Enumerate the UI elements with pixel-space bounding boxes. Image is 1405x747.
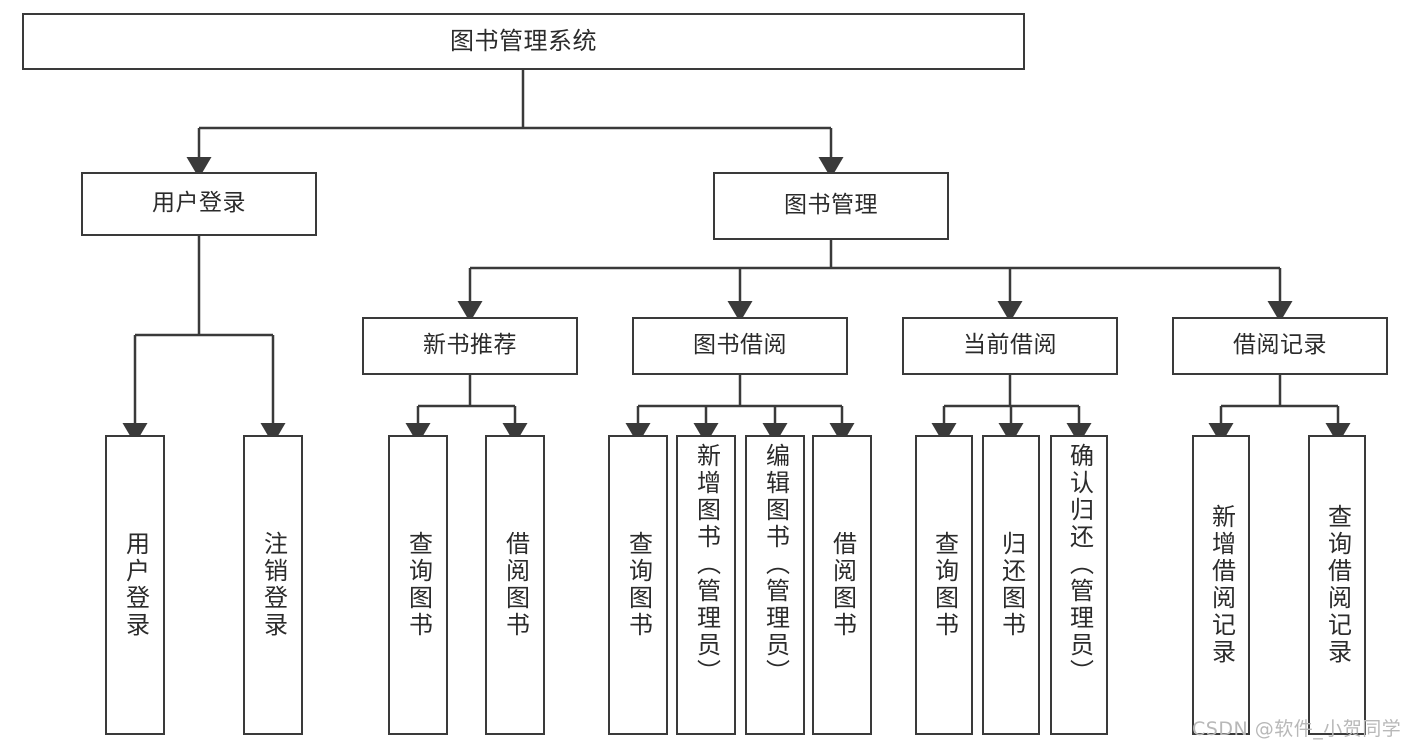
leaf-confirm-return[interactable]: 确认归还（管理员） bbox=[1050, 435, 1108, 735]
leaf-query-borrow-record[interactable]: 查询借阅记录 bbox=[1308, 435, 1366, 735]
node-label: 查询图书 bbox=[930, 531, 959, 639]
node-label: 查询借阅记录 bbox=[1323, 504, 1352, 666]
leaf-add-borrow-record[interactable]: 新增借阅记录 bbox=[1192, 435, 1250, 735]
node-label: 查询图书 bbox=[404, 531, 433, 639]
leaf-query-book-current[interactable]: 查询图书 bbox=[915, 435, 973, 735]
node-user-login[interactable]: 用户登录 bbox=[81, 172, 317, 236]
node-label: 借阅记录 bbox=[1233, 332, 1327, 359]
node-current-borrow[interactable]: 当前借阅 bbox=[902, 317, 1118, 375]
node-new-book-recommend[interactable]: 新书推荐 bbox=[362, 317, 578, 375]
node-label: 图书管理 bbox=[784, 192, 878, 219]
node-label: 确认归还（管理员） bbox=[1065, 443, 1094, 686]
leaf-borrow-book-recommend[interactable]: 借阅图书 bbox=[485, 435, 545, 735]
node-book-manage[interactable]: 图书管理 bbox=[713, 172, 949, 240]
node-book-borrow[interactable]: 图书借阅 bbox=[632, 317, 848, 375]
node-label: 新书推荐 bbox=[423, 332, 517, 359]
leaf-edit-book[interactable]: 编辑图书（管理员） bbox=[745, 435, 805, 735]
node-label: 借阅图书 bbox=[501, 531, 530, 639]
node-label: 查询图书 bbox=[624, 531, 653, 639]
leaf-add-book[interactable]: 新增图书（管理员） bbox=[676, 435, 736, 735]
node-root-system[interactable]: 图书管理系统 bbox=[22, 13, 1025, 70]
node-label: 编辑图书（管理员） bbox=[761, 443, 790, 686]
node-label: 当前借阅 bbox=[963, 332, 1057, 359]
node-label: 新增借阅记录 bbox=[1207, 504, 1236, 666]
leaf-logout-login[interactable]: 注销登录 bbox=[243, 435, 303, 735]
node-label: 新增图书（管理员） bbox=[692, 443, 721, 686]
leaf-user-login[interactable]: 用户登录 bbox=[105, 435, 165, 735]
leaf-borrow-book-borrow[interactable]: 借阅图书 bbox=[812, 435, 872, 735]
node-label: 用户登录 bbox=[152, 190, 246, 217]
node-borrow-record[interactable]: 借阅记录 bbox=[1172, 317, 1388, 375]
node-label: 借阅图书 bbox=[828, 531, 857, 639]
node-label: 注销登录 bbox=[259, 531, 288, 639]
csdn-watermark: CSDN @软件_小贺同学 bbox=[1192, 718, 1402, 740]
leaf-return-book[interactable]: 归还图书 bbox=[982, 435, 1040, 735]
node-label: 图书管理系统 bbox=[450, 27, 597, 56]
leaf-query-book-borrow[interactable]: 查询图书 bbox=[608, 435, 668, 735]
node-label: 用户登录 bbox=[121, 531, 150, 639]
leaf-query-book-recommend[interactable]: 查询图书 bbox=[388, 435, 448, 735]
node-label: 图书借阅 bbox=[693, 332, 787, 359]
node-label: 归还图书 bbox=[997, 531, 1026, 639]
